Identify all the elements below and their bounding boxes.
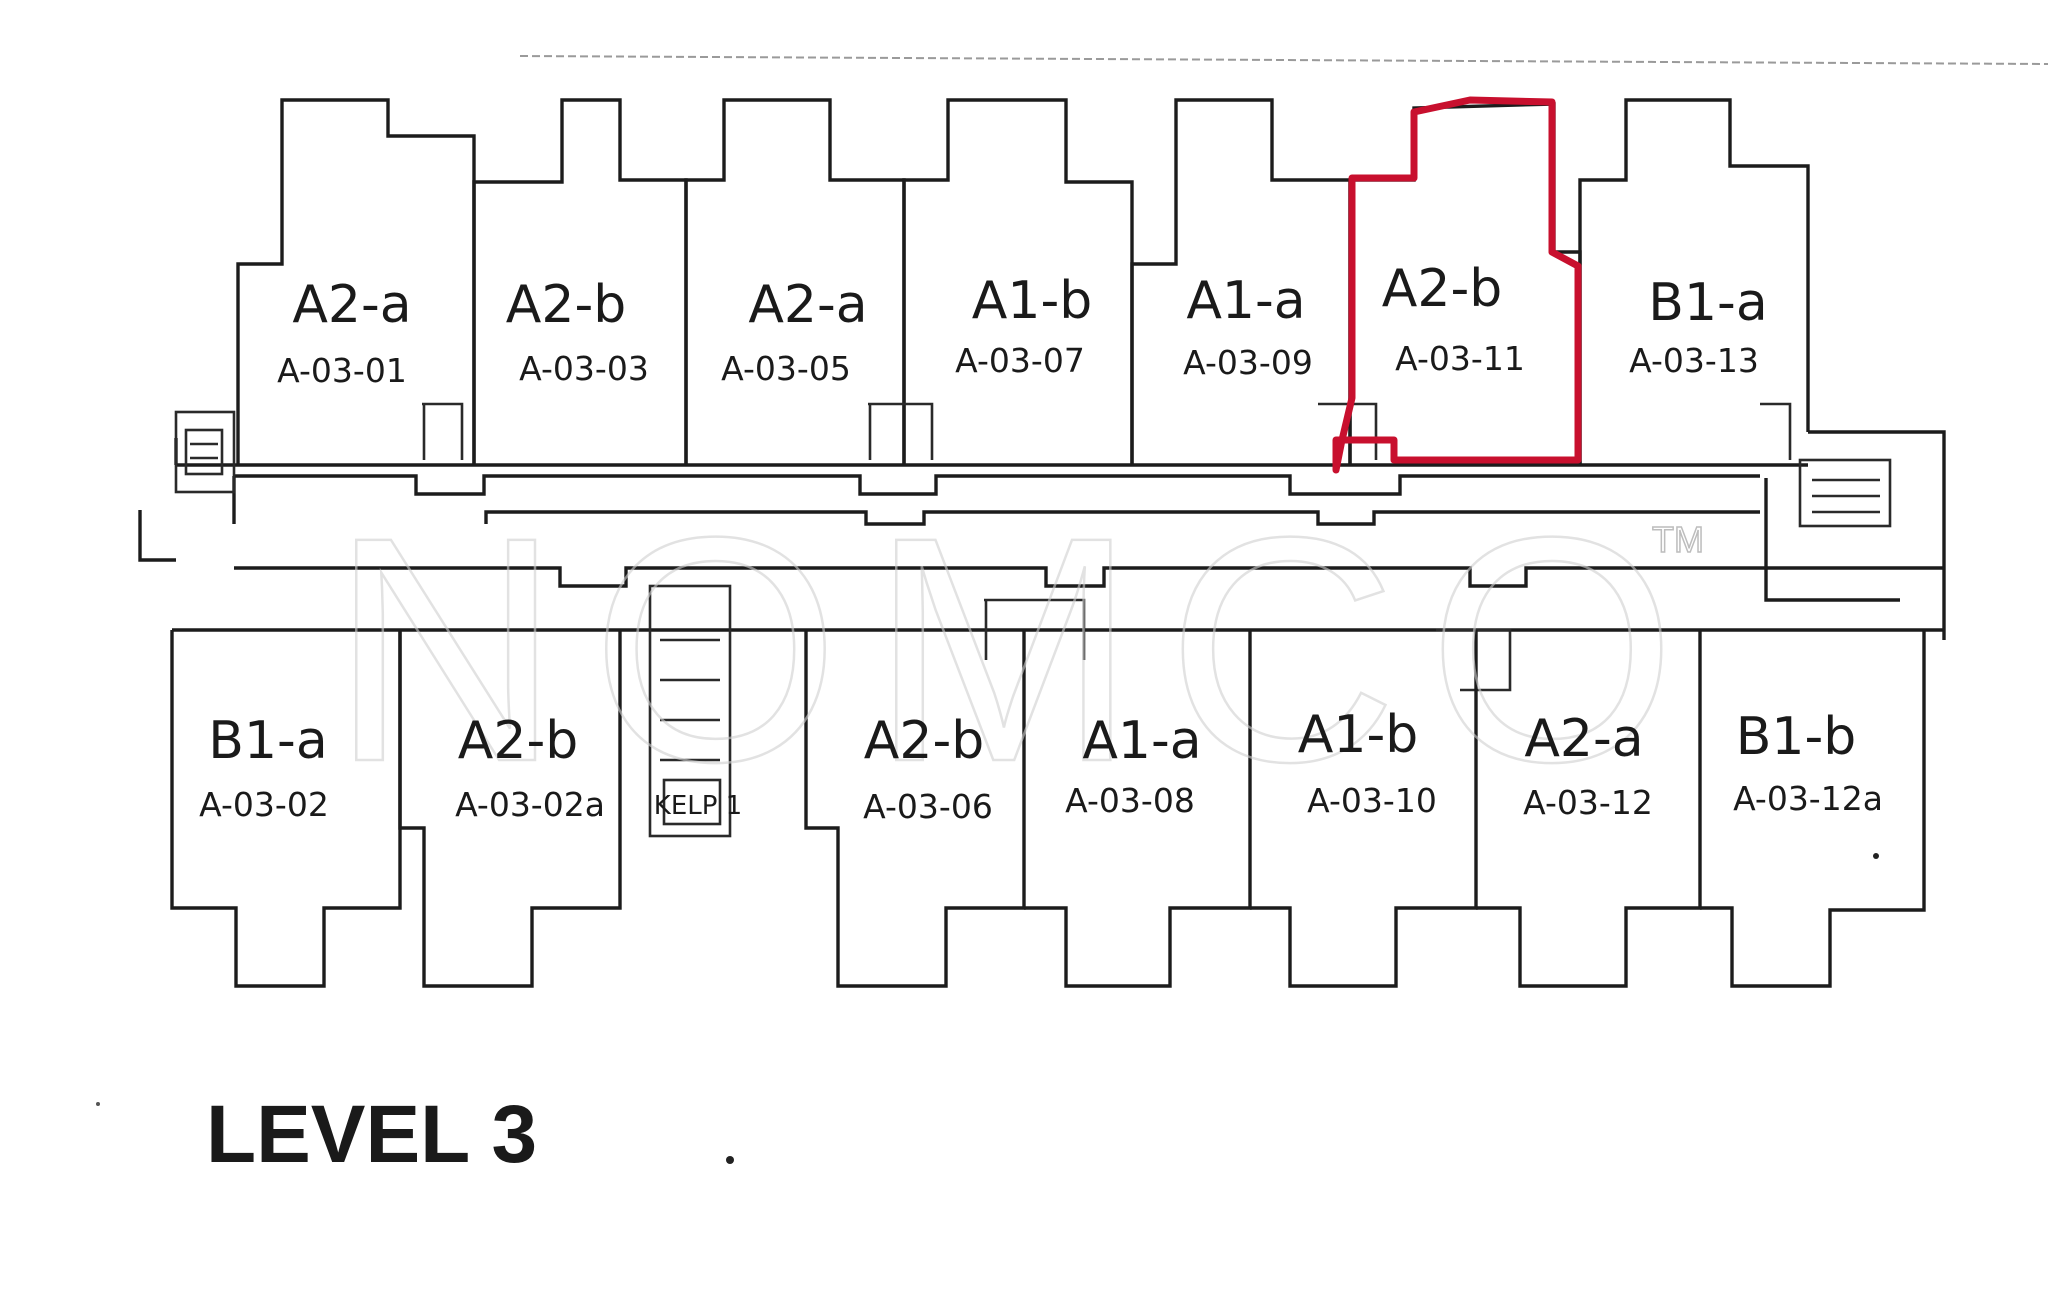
unit-type-label: A2-b <box>864 711 984 771</box>
unit-a-03-12[interactable]: A2-a A-03-12 <box>1523 709 1653 822</box>
unit-code-label: A-03-13 <box>1629 341 1759 380</box>
unit-type-label: A2-b <box>506 275 626 335</box>
unit-a-03-02a[interactable]: A2-b A-03-02a <box>455 711 605 824</box>
unit-a-03-10[interactable]: A1-b A-03-10 <box>1298 705 1437 820</box>
watermark: NOMCO TM <box>329 469 1707 830</box>
unit-code-label: A-03-06 <box>863 787 993 826</box>
unit-type-label: A1-a <box>1186 271 1305 331</box>
unit-a-03-02[interactable]: B1-a A-03-02 <box>199 711 329 824</box>
unit-code-label: A-03-12 <box>1523 783 1653 822</box>
unit-a-03-07[interactable]: A1-b A-03-07 <box>955 271 1092 380</box>
unit-type-label: B1-a <box>208 711 327 771</box>
unit-a-03-08[interactable]: A1-a A-03-08 <box>1065 711 1201 820</box>
bottom-row-unit-labels: B1-a A-03-02 A2-b A-03-02a A2-b A-03-06 … <box>199 705 1883 826</box>
unit-code-label: A-03-02 <box>199 785 329 824</box>
unit-type-label: A2-b <box>458 711 578 771</box>
unit-code-label: A-03-02a <box>455 785 605 824</box>
unit-a-03-13[interactable]: B1-a A-03-13 <box>1629 273 1768 380</box>
unit-type-label: A2-b <box>1382 259 1502 319</box>
unit-a-03-06[interactable]: A2-b A-03-06 <box>863 711 993 826</box>
unit-code-label: A-03-12a <box>1733 779 1883 818</box>
lift-core <box>648 584 732 838</box>
unit-code-label: A-03-09 <box>1183 343 1313 382</box>
unit-type-label: A2-a <box>748 275 867 335</box>
unit-code-label: A-03-11 <box>1395 339 1525 378</box>
corridor-walls <box>138 402 1946 692</box>
speck <box>1873 853 1879 859</box>
unit-a-03-05[interactable]: A2-a A-03-05 <box>721 275 867 388</box>
scan-edge-line <box>519 55 2048 65</box>
bottom-row-walls <box>170 630 1926 988</box>
unit-type-label: A2-a <box>292 275 411 335</box>
top-row-unit-labels: A2-a A-03-01 A2-b A-03-03 A2-a A-03-05 A… <box>277 259 1768 390</box>
unit-a-03-01[interactable]: A2-a A-03-01 <box>277 275 411 390</box>
unit-a-03-03[interactable]: A2-b A-03-03 <box>506 275 649 388</box>
unit-code-label: A-03-08 <box>1065 781 1195 820</box>
unit-code-label: A-03-03 <box>519 349 649 388</box>
unit-type-label: A2-a <box>1524 709 1643 769</box>
level-label: LEVEL 3 <box>206 1089 537 1180</box>
stair-label: KELP 1 <box>654 791 742 821</box>
unit-code-label: A-03-10 <box>1307 781 1437 820</box>
unit-code-label: A-03-05 <box>721 349 851 388</box>
unit-type-label: B1-a <box>1648 273 1767 333</box>
watermark-text: NOMCO <box>330 470 1707 828</box>
unit-type-label: A1-a <box>1082 711 1201 771</box>
unit-a-03-09[interactable]: A1-a A-03-09 <box>1183 271 1313 382</box>
unit-code-label: A-03-07 <box>955 341 1085 380</box>
unit-type-label: A1-b <box>1298 705 1418 765</box>
watermark-trademark: TM <box>1652 519 1704 560</box>
unit-a-03-12a[interactable]: B1-b A-03-12a <box>1733 707 1883 818</box>
highlighted-unit-outline <box>1332 96 1582 474</box>
speck <box>96 1102 100 1106</box>
speck <box>726 1156 734 1164</box>
unit-type-label: A1-b <box>972 271 1092 331</box>
stair-core-right <box>1798 458 1892 528</box>
unit-a-03-11[interactable]: A2-b A-03-11 <box>1382 259 1525 378</box>
unit-type-label: B1-b <box>1736 707 1857 767</box>
stair-core-left <box>174 410 236 494</box>
unit-code-label: A-03-01 <box>277 351 407 390</box>
